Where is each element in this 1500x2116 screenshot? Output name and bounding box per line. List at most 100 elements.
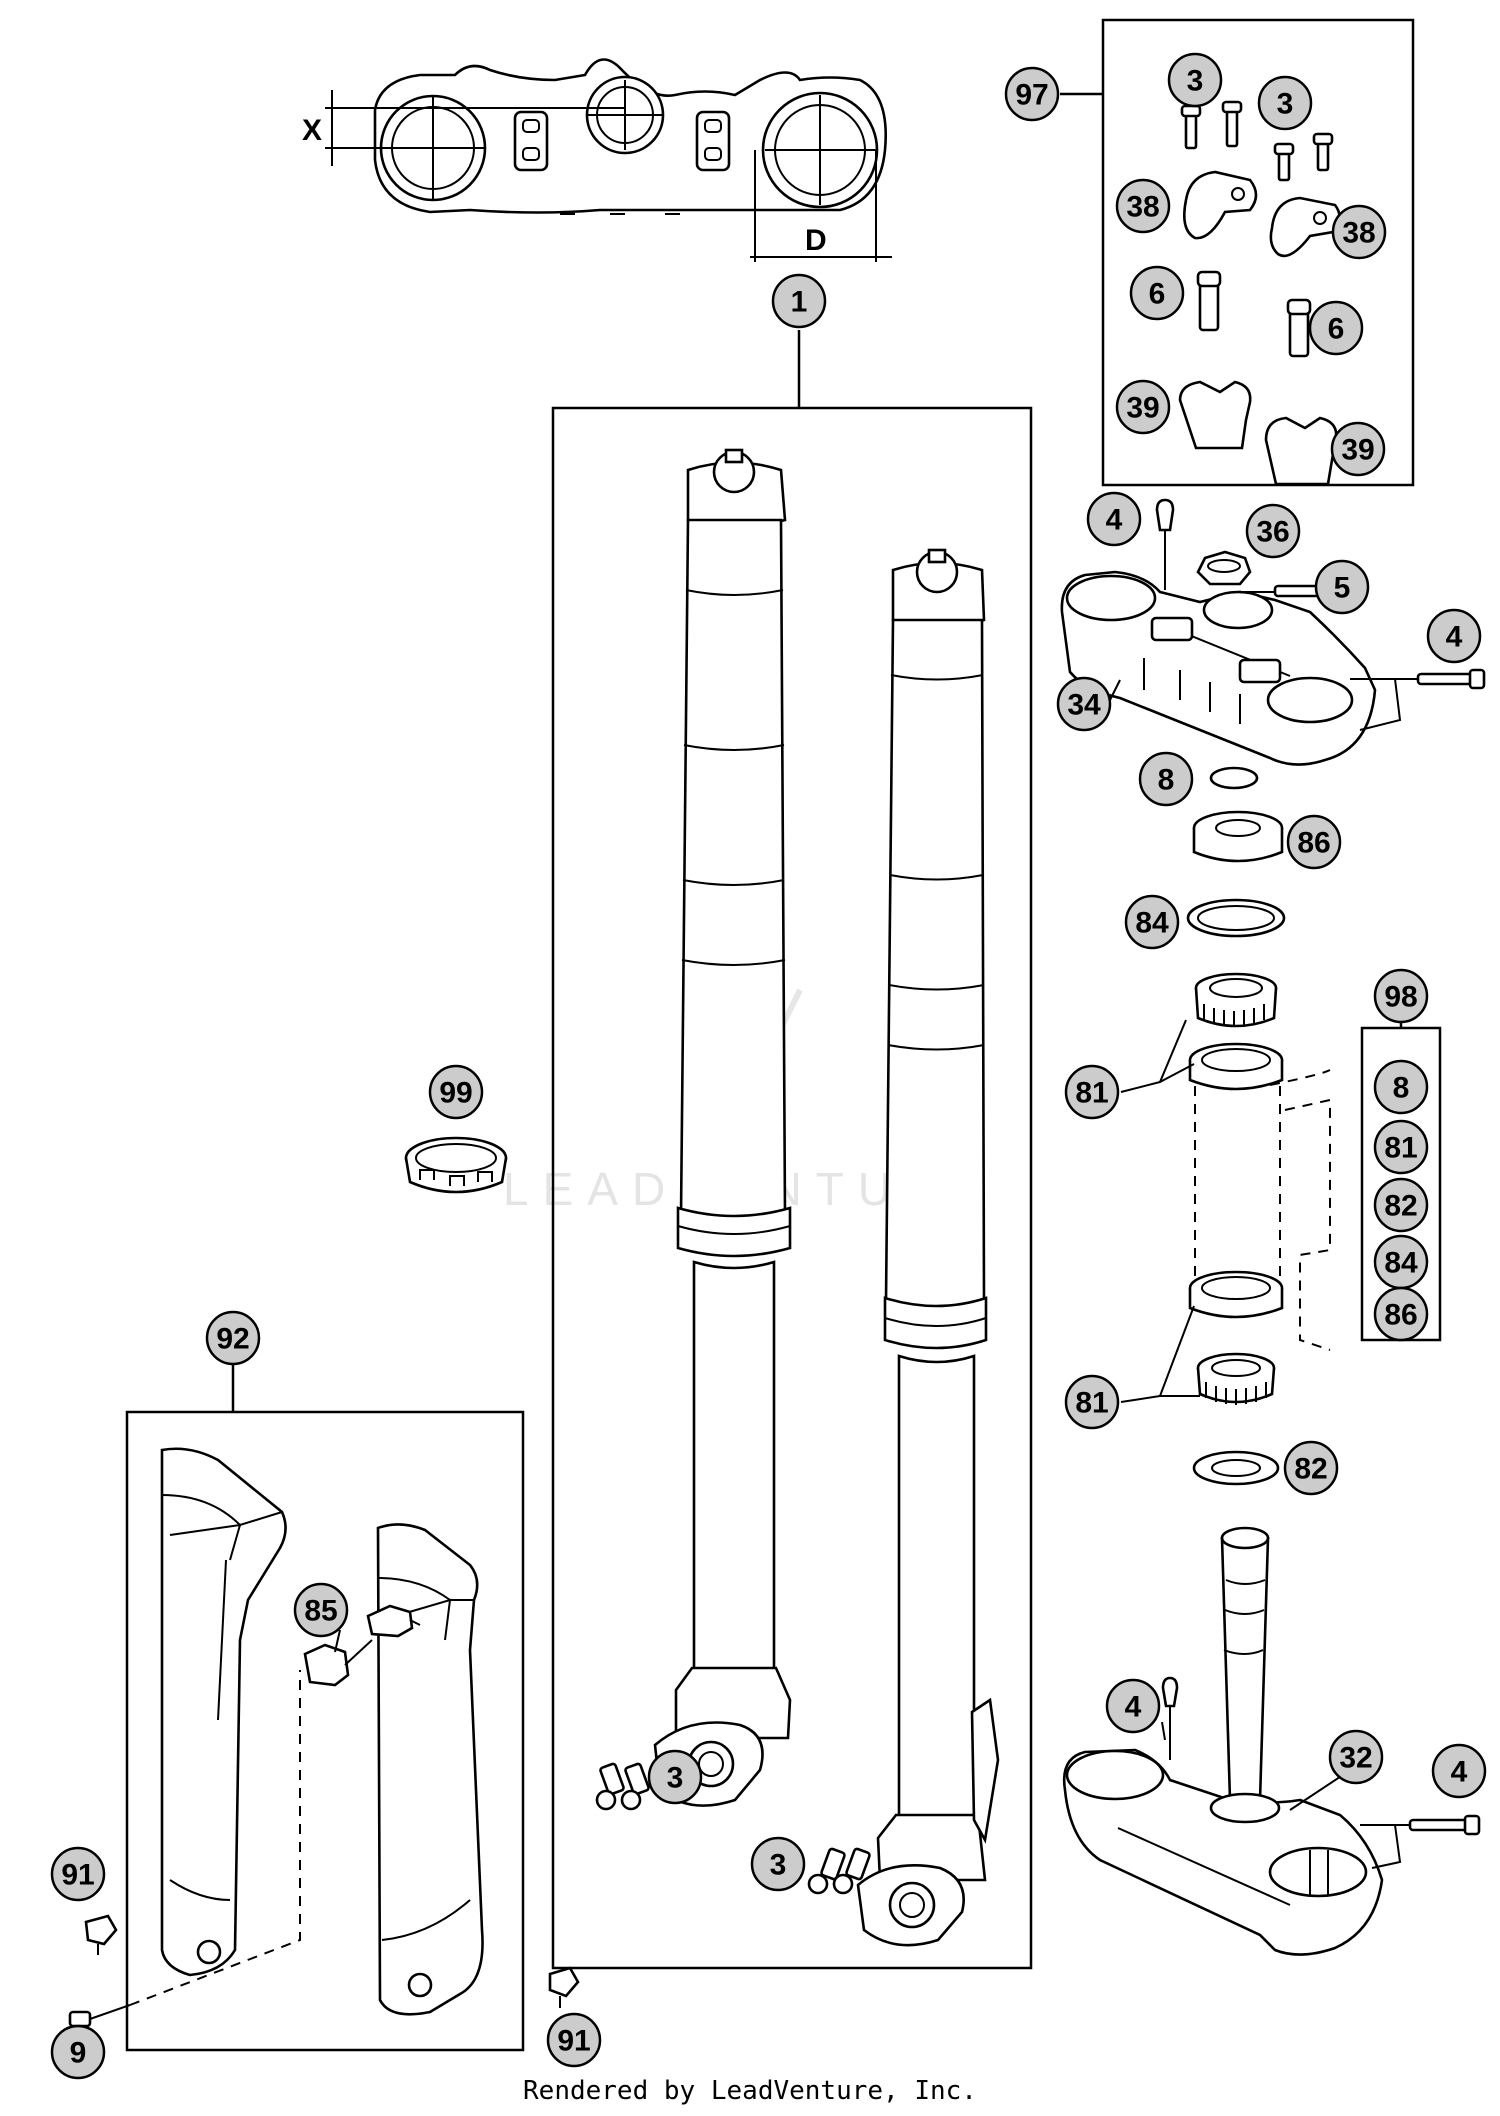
callout-label: 1 [791,286,808,319]
callout-86: 86 [1373,1286,1429,1342]
callout-label: 34 [1067,689,1101,722]
callout-4: 4 [1105,1678,1161,1734]
callout-label: 81 [1384,1132,1417,1165]
callout-label: 3 [1277,88,1294,121]
dimension-x-label: X [302,114,322,147]
callout-39: 39 [1330,421,1386,477]
callout-label: 4 [1125,1691,1142,1724]
callout-circle [1115,379,1171,435]
callout-label: 39 [1341,434,1374,467]
callout-label: 3 [667,1762,684,1795]
callout-99: 99 [428,1064,484,1120]
callout-92: 92 [205,1310,261,1366]
callout-82: 82 [1373,1177,1429,1233]
callout-81: 81 [1064,1374,1120,1430]
dimension-d-label: D [805,224,827,257]
callout-label: 4 [1451,1756,1468,1789]
callout-39: 39 [1115,379,1171,435]
callout-circle [293,1582,349,1638]
callout-label: 38 [1342,217,1375,250]
callout-circle [1064,1064,1120,1120]
callout-circle [1115,178,1171,234]
callout-label: 84 [1135,907,1169,940]
callout-label: 39 [1126,392,1159,425]
callout-circle [647,1749,703,1805]
callout-label: 84 [1384,1247,1418,1280]
callout-circle [1426,608,1482,664]
callout-4: 4 [1086,491,1142,547]
callout-3: 3 [1257,75,1313,131]
callout-circle [1124,894,1180,950]
callout-84: 84 [1373,1234,1429,1290]
callout-91: 91 [546,2012,602,2068]
callout-circle [1328,1729,1384,1785]
callout-circle [1286,814,1342,870]
callout-circle [750,1836,806,1892]
callout-36: 36 [1245,503,1301,559]
bolts-3-fork [595,1762,871,1895]
callout-circle [1129,265,1185,321]
fork-1-box [551,406,1033,1970]
kit-92-box [125,1410,525,2052]
callout-label: 9 [70,2037,87,2070]
callout-label: 4 [1106,504,1123,537]
callout-3: 3 [1167,52,1223,108]
callout-6: 6 [1129,265,1185,321]
callout-circle [1257,75,1313,131]
callout-circle [205,1310,261,1366]
callout-97: 97 [1004,66,1060,122]
callout-3: 3 [647,1749,703,1805]
callout-85: 85 [293,1582,349,1638]
callout-label: 32 [1339,1742,1372,1775]
callout-38: 38 [1331,204,1387,260]
callout-4: 4 [1426,608,1482,664]
footer-credit: Rendered by LeadVenture, Inc. [523,2076,977,2106]
callout-label: 91 [61,1859,94,1892]
callout-circle [1056,676,1112,732]
callout-label: 81 [1075,1387,1108,1420]
callout-circle [1373,968,1429,1024]
callout-label: 86 [1297,827,1330,860]
callout-circle [1373,1177,1429,1233]
kit-97-parts [1178,100,1341,486]
callout-circle [1373,1286,1429,1342]
callout-circle [1105,1678,1161,1734]
callout-3: 3 [750,1836,806,1892]
fork-guards [160,1447,484,2016]
callout-label: 38 [1126,191,1159,224]
callout-circle [1086,491,1142,547]
callout-circle [1330,421,1386,477]
callout-circle [428,1064,484,1120]
callout-6: 6 [1308,300,1364,356]
callout-circle [1004,66,1060,122]
callout-circle [1283,1440,1339,1496]
callout-label: 98 [1384,981,1417,1014]
callout-circle [1314,559,1370,615]
guard-clip-85 [303,1604,421,1687]
callout-1: 1 [771,273,827,329]
callout-circle [1331,204,1387,260]
callout-82: 82 [1283,1440,1339,1496]
callout-label: 3 [770,1849,787,1882]
callout-label: 81 [1075,1077,1108,1110]
callout-label: 85 [304,1595,337,1628]
callout-38: 38 [1115,178,1171,234]
callout-circle [50,2024,106,2080]
callout-label: 82 [1384,1190,1417,1223]
steering-bearings [1188,972,1331,1486]
callout-label: 82 [1294,1453,1327,1486]
callout-label: 97 [1015,79,1048,112]
callout-91: 91 [50,1846,106,1902]
callout-label: 8 [1158,764,1175,797]
callout-81: 81 [1064,1064,1120,1120]
upper-triple-clamp-34 [1060,570,1377,766]
fork-leg-left [653,448,792,1807]
callout-8: 8 [1138,751,1194,807]
callout-label: 6 [1328,313,1345,346]
callout-label: 5 [1334,572,1351,605]
callout-circle [1373,1119,1429,1175]
callout-81: 81 [1373,1119,1429,1175]
callout-circle [1431,1743,1487,1799]
guard-screws [68,1670,580,2028]
